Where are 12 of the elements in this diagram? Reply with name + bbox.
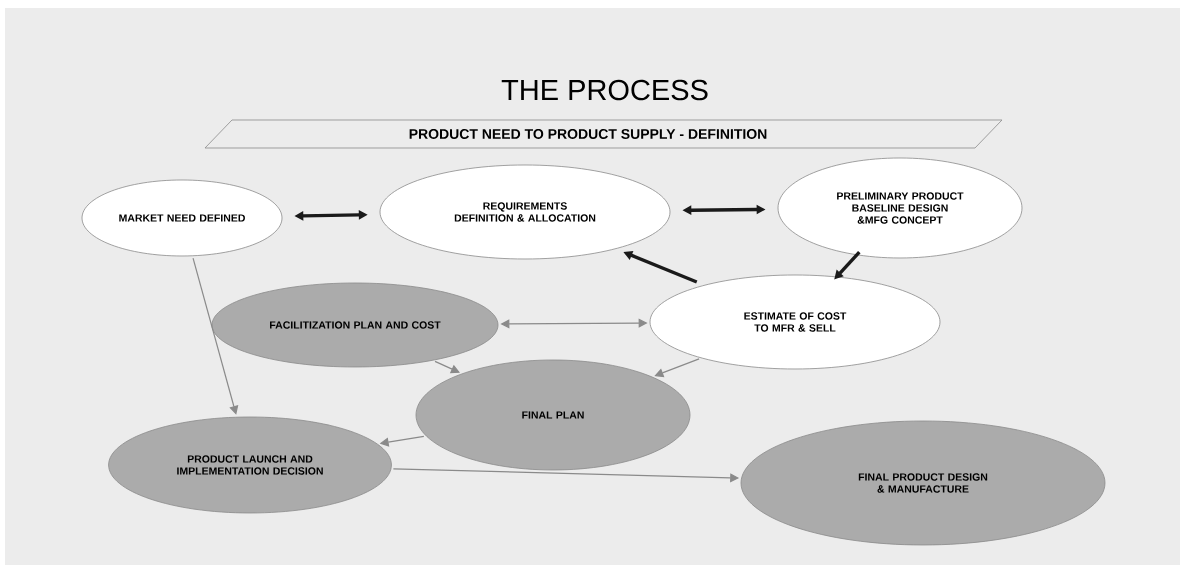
ellipse-node: FINAL PRODUCT DESIGN & MANUFACTURE xyxy=(740,420,1106,546)
banner: PRODUCT NEED TO PRODUCT SUPPLY - DEFINITION xyxy=(204,119,1003,149)
title: THE PROCESS xyxy=(501,79,708,101)
ellipse-node: FINAL PLAN xyxy=(415,359,691,471)
ellipse-node: REQUIREMENTS DEFINITION & ALLOCATION xyxy=(379,164,671,260)
ellipse-node: ESTIMATE OF COST TO MFR & SELL xyxy=(649,274,941,370)
arrow xyxy=(434,360,460,374)
ellipse-node: MARKET NEED DEFINED xyxy=(81,179,283,257)
ellipse-node: FACILITIZATION PLAN AND COST xyxy=(211,282,499,368)
ellipse-node: PRODUCT LAUNCH AND IMPLEMENTATION DECISION xyxy=(108,416,392,514)
ellipse-node: PRELIMINARY PRODUCT BASELINE DESIGN &MFG CONCEPT xyxy=(777,157,1023,259)
arrow xyxy=(192,257,239,415)
